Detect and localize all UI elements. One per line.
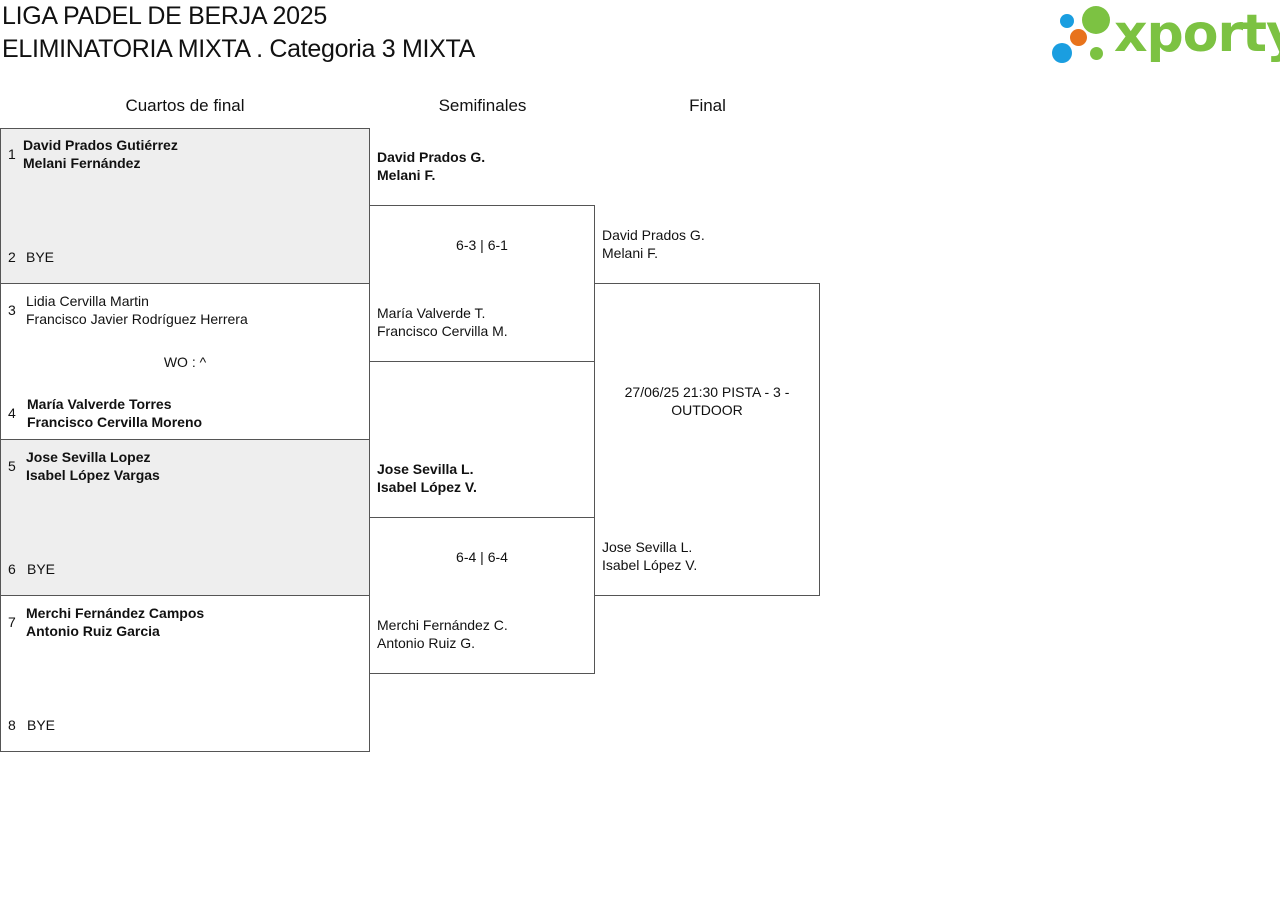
logo-orange-dot-icon	[1070, 29, 1087, 46]
player-name: Jose Sevilla L.	[377, 461, 474, 477]
player-name: Merchi Fernández Campos	[26, 605, 205, 621]
player-name: David Prados G.	[602, 227, 705, 243]
logo-blue-dot-icon	[1060, 14, 1074, 28]
seed-number: 2	[8, 249, 16, 265]
tournament-title: LIGA PADEL DE BERJA 2025	[2, 2, 327, 30]
team-entry: David Prados G. Melani F.	[602, 226, 705, 262]
team-entry: David Prados G. Melani F.	[377, 148, 485, 184]
seed-number: 7	[8, 614, 16, 630]
player-name: Jose Sevilla Lopez	[26, 449, 151, 465]
match-result: WO : ^	[163, 354, 207, 370]
player-name: María Valverde T.	[377, 305, 486, 321]
player-name: Jose Sevilla L.	[602, 539, 693, 555]
seed-number: 4	[8, 405, 16, 421]
round-header-semifinals: Semifinales	[438, 96, 527, 115]
seed-number: 1	[8, 146, 16, 162]
bye-entry: BYE	[26, 249, 55, 265]
player-name: Melani Fernández	[23, 155, 141, 171]
xporty-logo: xporty	[1050, 4, 1280, 68]
team-entry: Jose Sevilla L. Isabel López V.	[377, 460, 477, 496]
team-entry: Jose Sevilla L. Isabel López V.	[602, 538, 697, 574]
player-name: Francisco Cervilla M.	[377, 323, 508, 339]
team-entry: Lidia Cervilla Martin Francisco Javier R…	[26, 292, 248, 328]
team-entry: Jose Sevilla Lopez Isabel López Vargas	[26, 448, 160, 484]
seed-number: 5	[8, 458, 16, 474]
player-name: Melani F.	[602, 245, 659, 261]
team-entry: María Valverde Torres Francisco Cervilla…	[27, 395, 202, 431]
seed-number: 3	[8, 302, 16, 318]
team-entry: Merchi Fernández C. Antonio Ruiz G.	[377, 616, 508, 652]
bye-entry: BYE	[27, 717, 56, 733]
logo-blue-dot-large-icon	[1052, 43, 1072, 63]
seed-number: 8	[8, 717, 16, 733]
player-name: Lidia Cervilla Martin	[26, 293, 149, 309]
match-schedule: 27/06/25 21:30 PISTA - 3 - OUTDOOR	[624, 384, 790, 418]
category-title: ELIMINATORIA MIXTA . Categoria 3 MIXTA	[2, 35, 475, 63]
logo-wordmark: xporty	[1114, 4, 1280, 64]
player-name: María Valverde Torres	[27, 396, 172, 412]
seed-number: 6	[8, 561, 16, 577]
player-name: Isabel López Vargas	[26, 467, 160, 483]
bye-entry: BYE	[27, 561, 56, 577]
final-match	[594, 283, 820, 596]
round-header-final: Final	[689, 96, 726, 115]
quarterfinal-match-1	[0, 128, 370, 284]
match-score: 6-4 | 6-4	[456, 549, 508, 565]
match-score: 6-3 | 6-1	[456, 237, 508, 253]
player-name: David Prados G.	[377, 149, 486, 165]
player-name: Francisco Cervilla Moreno	[27, 414, 203, 430]
player-name: Isabel López V.	[602, 557, 698, 573]
player-name: Francisco Javier Rodríguez Herrera	[26, 311, 248, 327]
team-entry: Merchi Fernández Campos Antonio Ruiz Gar…	[26, 604, 204, 640]
player-name: Antonio Ruiz Garcia	[26, 623, 160, 639]
player-name: Isabel López V.	[377, 479, 477, 495]
player-name: Melani F.	[377, 167, 436, 183]
quarterfinal-match-3	[0, 439, 370, 596]
player-name: David Prados Gutiérrez	[23, 137, 178, 153]
player-name: Antonio Ruiz G.	[377, 635, 476, 651]
team-entry: María Valverde T. Francisco Cervilla M.	[377, 304, 508, 340]
player-name: Merchi Fernández C.	[377, 617, 508, 633]
round-header-quarterfinals: Cuartos de final	[125, 96, 245, 115]
team-entry: David Prados Gutiérrez Melani Fernández	[23, 136, 178, 172]
logo-green-dot-small-icon	[1090, 47, 1103, 60]
logo-green-dot-icon	[1082, 6, 1110, 34]
